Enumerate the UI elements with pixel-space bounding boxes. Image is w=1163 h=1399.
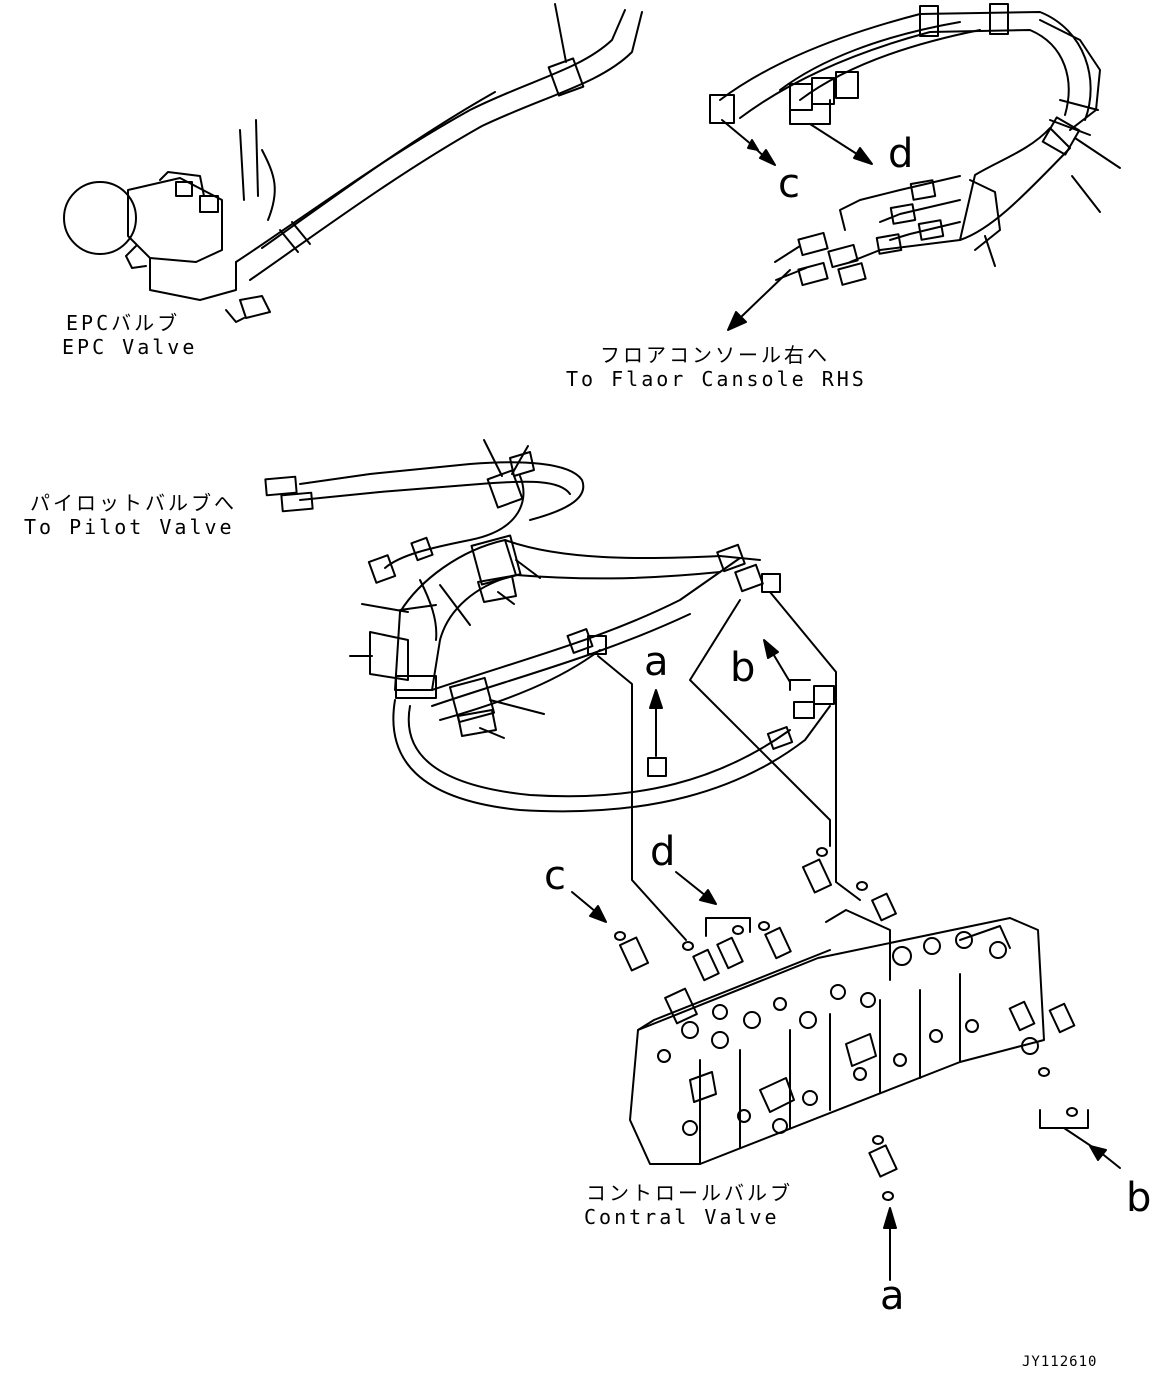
epc-hose	[235, 3, 643, 281]
arrow-a-bottom	[883, 1207, 897, 1281]
route-lines-middle	[597, 591, 861, 941]
callout-a-middle: a	[644, 639, 669, 685]
console-hose-bundle	[709, 3, 1121, 287]
arrow-d-bottom	[675, 871, 751, 937]
callout-a-bottom: a	[880, 1273, 905, 1319]
control-valve-drawing	[614, 847, 1078, 1201]
pilot-valve-label-jp: パイロットバルブへ	[30, 491, 237, 515]
arrow-c-bottom	[571, 891, 607, 923]
floor-console-label-en: To Flaor Cansole RHS	[566, 367, 867, 391]
epc-valve-label-en: EPC Valve	[62, 335, 198, 359]
epc-valve-drawing	[63, 119, 276, 323]
callout-d-bottom: d	[650, 829, 676, 875]
callout-b-bottom: b	[1126, 1175, 1152, 1221]
callout-c-bottom: c	[544, 853, 566, 899]
arrow-floor-console	[727, 269, 791, 331]
floor-console-label-jp: フロアコンソール右へ	[600, 343, 830, 367]
arrow-c-top	[721, 119, 776, 166]
pilot-hose-assembly	[264, 439, 835, 813]
pilot-valve-label-en: To Pilot Valve	[24, 515, 235, 539]
callout-b-middle: b	[730, 645, 756, 691]
drawing-code: JY112610	[1022, 1354, 1098, 1370]
control-valve-label-en: Contral Valve	[584, 1205, 780, 1229]
arrow-b-bottom	[1039, 1109, 1121, 1169]
control-valve-label-jp: コントロールバルブ	[586, 1181, 793, 1205]
callout-d-top: d	[888, 131, 914, 177]
callout-c-top: c	[778, 161, 800, 207]
arrow-d-top	[789, 99, 873, 165]
epc-valve-label-jp: EPCバルブ	[66, 311, 181, 335]
